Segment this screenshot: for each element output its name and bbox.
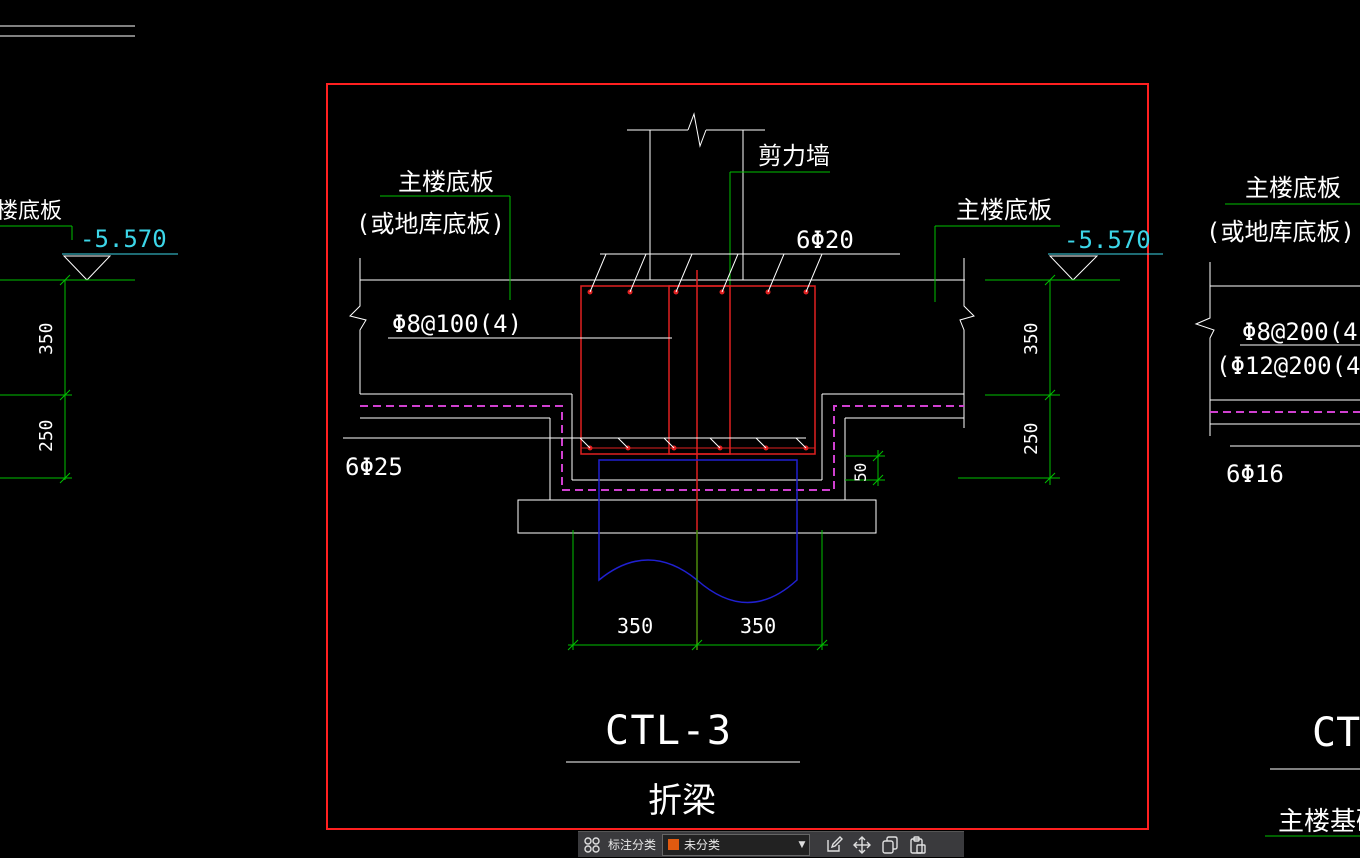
cover-dim: 50: [851, 463, 870, 482]
copy-icon[interactable]: [876, 832, 904, 858]
left-slab-label: 主楼底板: [398, 168, 494, 196]
left-dim-lower: 250: [36, 419, 57, 452]
left-slab-label-alt: (或地库底板): [356, 210, 505, 238]
category-swatch: [668, 839, 680, 850]
right-fragment: 主楼底板 (或地库底板) Φ8@200(4 (Φ12@200(4 6Φ16 CT…: [1194, 174, 1360, 837]
annotation-toolbar: 标注分类 未分类 ▼: [578, 831, 964, 857]
pile-dim-left: 350: [617, 614, 653, 638]
chevron-down-icon: ▼: [798, 839, 806, 850]
right-dim-upper: 350: [1021, 322, 1042, 355]
left-elevation: -5.570: [80, 225, 167, 253]
right-frag-slab-label: 主楼底板: [1245, 174, 1341, 202]
pile-dim-right: 350: [740, 614, 776, 638]
left-fragment: 楼底板 -5.570 350 250: [0, 25, 178, 484]
top-rebar-label: 6Φ20: [796, 226, 854, 254]
right-slab-label: 主楼底板: [956, 196, 1052, 224]
paste-icon[interactable]: [904, 832, 932, 858]
grid-icon[interactable]: [578, 832, 606, 858]
edit-icon[interactable]: [820, 832, 848, 858]
detail-subtitle: 折梁: [648, 781, 716, 821]
category-value: 未分类: [684, 838, 721, 852]
right-frag-stirrup-alt: (Φ12@200(4: [1216, 352, 1360, 380]
category-select[interactable]: 未分类 ▼: [662, 833, 811, 856]
category-label: 标注分类: [608, 838, 657, 852]
bottom-rebar-label: 6Φ25: [345, 453, 403, 481]
move-icon[interactable]: [848, 832, 876, 858]
right-frag-subtitle: 主楼基础: [1278, 807, 1360, 837]
wall-label: 剪力墙: [758, 142, 830, 170]
left-slab-label: 楼底板: [0, 199, 62, 224]
stirrup-label: Φ8@100(4): [392, 310, 522, 338]
left-dim-upper: 350: [36, 322, 57, 355]
selection-frame[interactable]: [326, 83, 1149, 830]
right-frag-slab-label-alt: (或地库底板): [1206, 218, 1355, 246]
right-frag-stirrup: Φ8@200(4: [1242, 318, 1358, 346]
detail-title: CTL-3: [605, 708, 731, 754]
center-detail: 剪力墙: [343, 112, 1163, 821]
right-frag-bottom-rebar: 6Φ16: [1226, 460, 1284, 488]
right-dim-lower: 250: [1021, 422, 1042, 455]
right-frag-title: CT: [1312, 710, 1360, 756]
right-elevation: -5.570: [1064, 226, 1151, 254]
